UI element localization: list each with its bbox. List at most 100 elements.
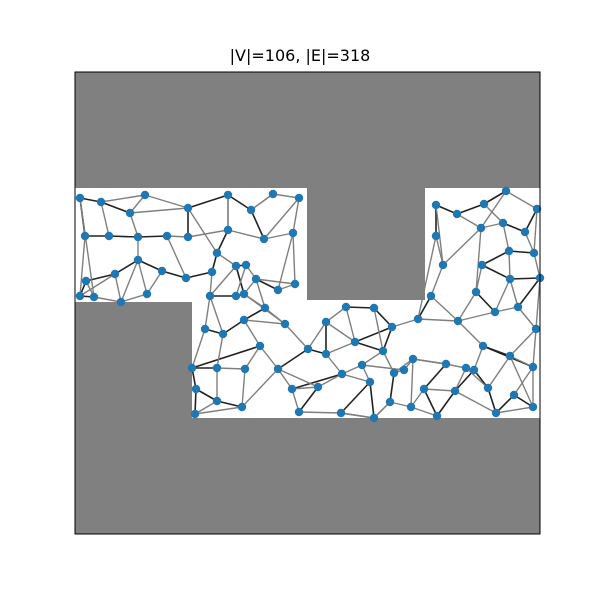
- graph-node: [369, 413, 379, 423]
- graph-node: [337, 369, 347, 379]
- graph-edge: [120, 259, 139, 303]
- graph-edge: [481, 250, 510, 266]
- graph-edge: [194, 400, 218, 415]
- graph-edge: [325, 321, 356, 343]
- graph-node: [280, 319, 290, 329]
- graph-edge: [216, 400, 243, 408]
- graph-node: [528, 402, 538, 412]
- graph-edge: [137, 259, 163, 272]
- graph-node: [288, 228, 298, 238]
- graph-edge: [436, 390, 456, 417]
- graph-edge: [532, 328, 537, 368]
- graph-edge: [454, 390, 497, 414]
- graph-node: [190, 409, 200, 419]
- graph-edge: [263, 197, 300, 240]
- graph-edge: [187, 229, 229, 238]
- graph-edge: [114, 259, 139, 275]
- graph-edge: [361, 350, 384, 366]
- graph-edge: [442, 227, 482, 266]
- graph-node: [89, 292, 99, 302]
- graph-edge: [524, 208, 538, 233]
- graph-edge: [509, 355, 534, 368]
- graph-edge: [292, 197, 300, 234]
- graph-edge: [423, 363, 447, 390]
- graph-edge: [235, 264, 247, 297]
- graph-edge: [354, 341, 384, 352]
- graph-edge: [259, 345, 279, 370]
- graph-edge: [423, 388, 456, 392]
- graph-node: [341, 302, 351, 312]
- graph-edge: [187, 194, 229, 209]
- graph-edge: [298, 411, 342, 414]
- graph-node: [471, 287, 481, 297]
- graph-node: [426, 291, 436, 301]
- graph-node: [385, 397, 395, 407]
- graph-edge: [505, 190, 538, 210]
- graph-edge: [391, 318, 419, 328]
- graph-node: [181, 273, 191, 283]
- graph-edge: [517, 306, 537, 330]
- axes-frame: [74, 71, 541, 535]
- graph-edge: [79, 197, 95, 298]
- graph-edge: [480, 190, 507, 229]
- graph-edge: [513, 366, 534, 396]
- graph-node: [212, 396, 222, 406]
- graph-edge: [325, 341, 356, 355]
- graph-edge: [235, 265, 245, 295]
- graph-edge: [291, 386, 319, 390]
- graph-edge: [85, 273, 116, 282]
- graph-edge: [495, 394, 515, 414]
- graph-node: [461, 363, 471, 373]
- graph-edge: [417, 318, 459, 322]
- graph-node: [387, 322, 397, 332]
- graph-node: [441, 359, 451, 369]
- graph-edge: [473, 345, 484, 371]
- graph-node: [491, 408, 501, 418]
- graph-edge: [457, 311, 496, 322]
- graph-node: [399, 365, 409, 375]
- graph-node: [431, 200, 441, 210]
- graph-node: [365, 377, 375, 387]
- graph-edge: [191, 345, 261, 369]
- graph-edge: [79, 273, 116, 297]
- graph-node: [498, 218, 508, 228]
- graph-edge: [307, 321, 327, 350]
- graph-edge: [100, 201, 110, 237]
- graph-edge: [430, 295, 459, 322]
- graph-edge: [255, 278, 266, 309]
- graph-node: [336, 408, 346, 418]
- graph-node: [255, 341, 265, 351]
- graph-node: [81, 276, 91, 286]
- graph-edge: [465, 367, 489, 389]
- graph-node: [321, 349, 331, 359]
- graph-edge: [341, 373, 371, 383]
- graph-edge: [277, 368, 319, 388]
- graph-node: [212, 363, 222, 373]
- graph-edge: [263, 232, 294, 240]
- graph-node: [96, 197, 106, 207]
- graph-edge: [209, 265, 237, 297]
- graph-edge: [483, 203, 504, 224]
- graph-edge: [187, 207, 218, 254]
- graph-node: [453, 316, 463, 326]
- graph-edge: [222, 319, 245, 335]
- graph-edge: [227, 229, 265, 240]
- graph-node: [241, 260, 251, 270]
- graph-node: [200, 324, 210, 334]
- graph-node: [231, 261, 241, 271]
- graph-edge: [410, 358, 414, 408]
- graph-node: [294, 193, 304, 203]
- graph-edge: [244, 345, 261, 370]
- graph-edge: [457, 291, 477, 322]
- graph-node: [104, 231, 114, 241]
- graph-edge: [100, 194, 146, 203]
- graph-edge: [502, 222, 510, 252]
- graph-edge: [277, 348, 309, 370]
- graph-edge: [272, 193, 300, 199]
- free-region-bridge: [305, 302, 427, 304]
- graph-node: [490, 307, 500, 317]
- graph-edge: [317, 373, 343, 388]
- graph-edge: [517, 277, 541, 308]
- graph-edge: [494, 278, 511, 313]
- graph-node: [223, 225, 233, 235]
